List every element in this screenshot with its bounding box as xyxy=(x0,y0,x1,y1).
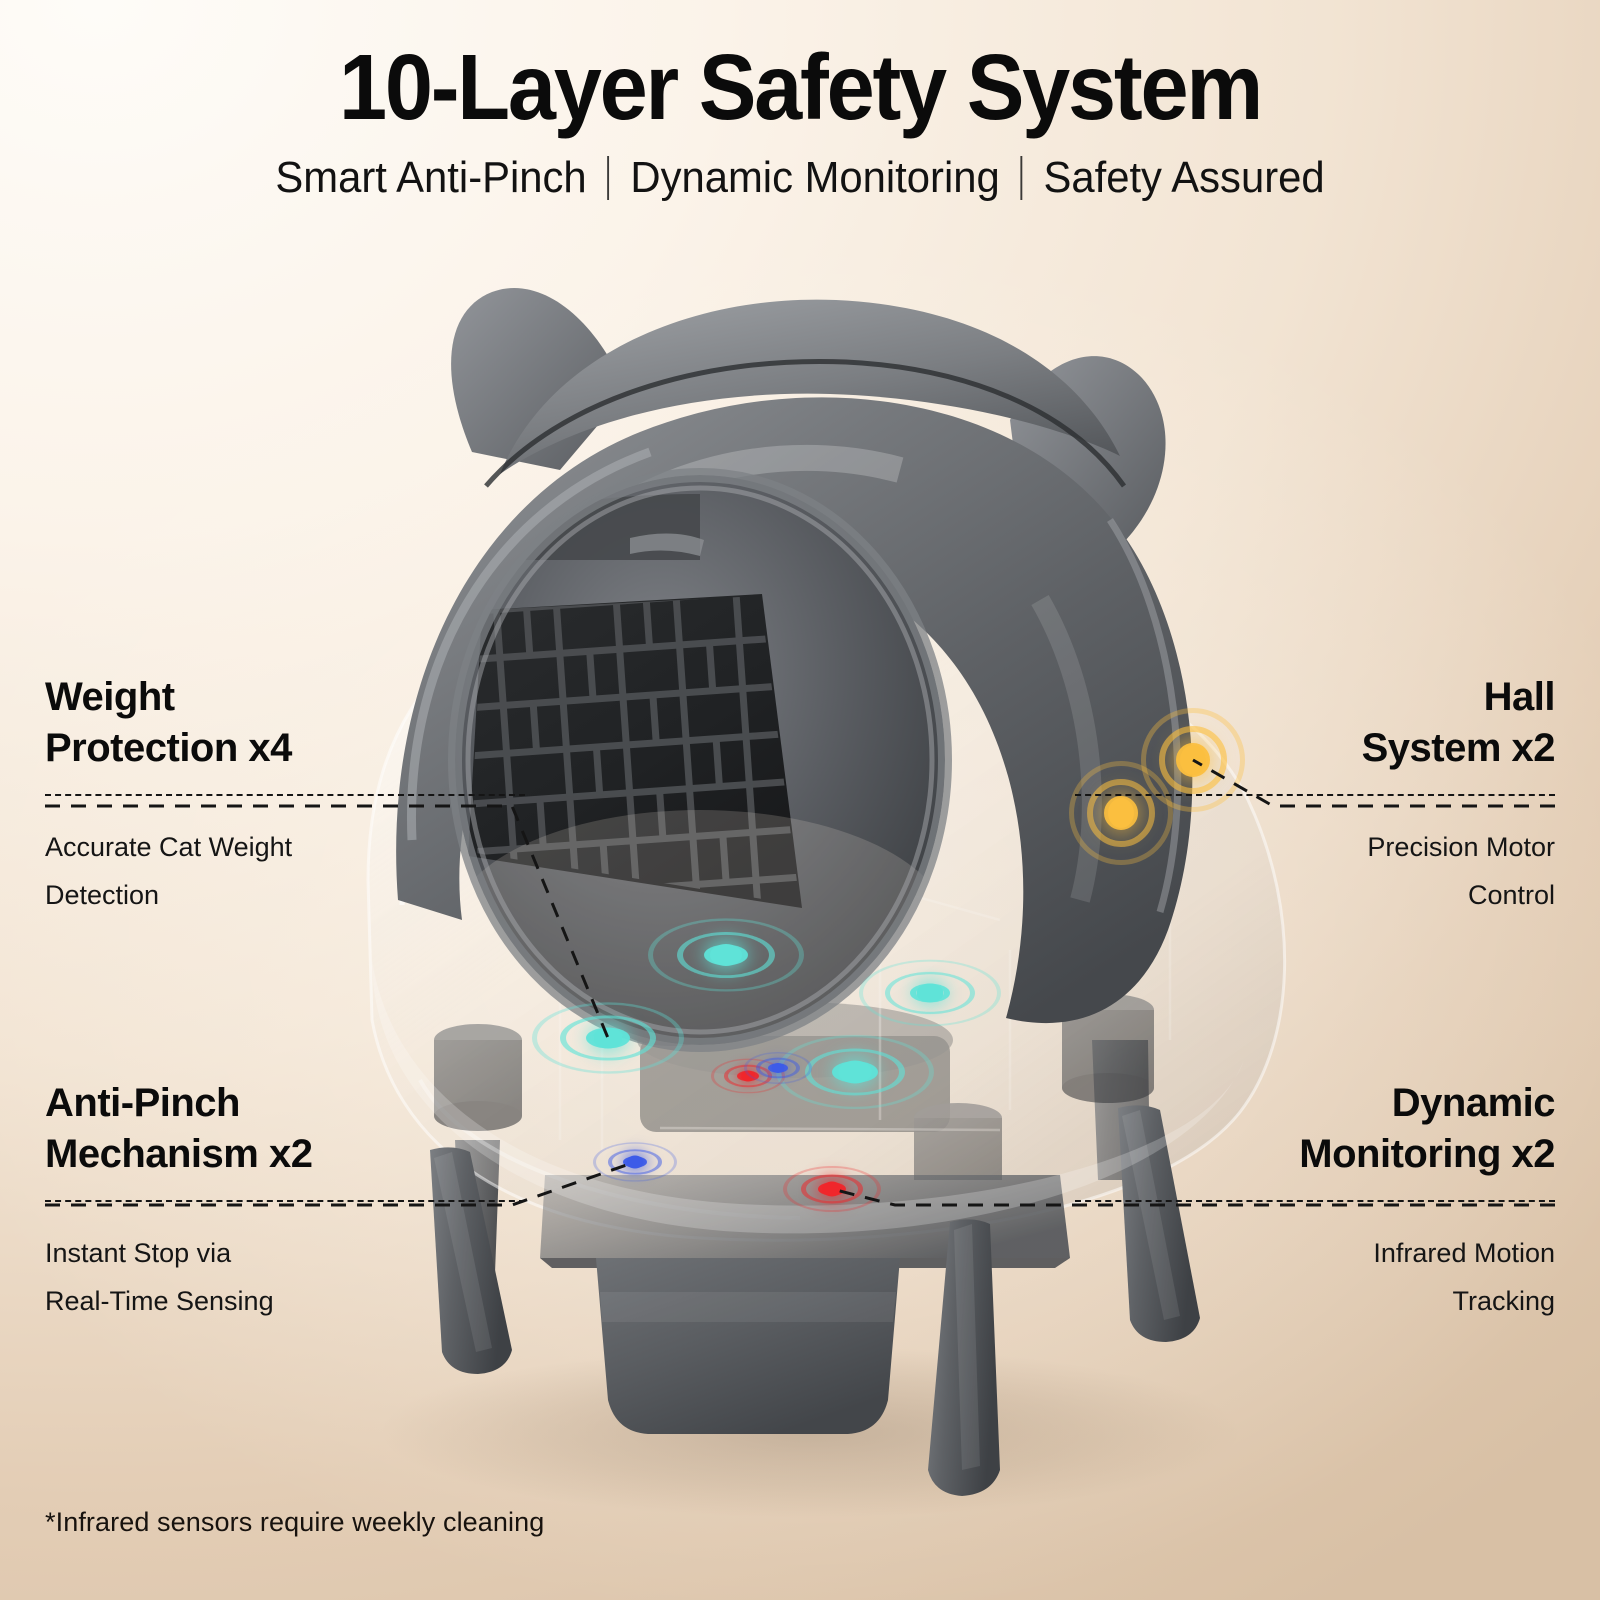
callout-description: Infrared Motion Tracking xyxy=(1373,1238,1555,1316)
callout-description: Instant Stop via Real-Time Sensing xyxy=(45,1238,274,1316)
subtitle-row: Smart Anti-Pinch Dynamic Monitoring Safe… xyxy=(40,153,1560,203)
waste-drawer xyxy=(596,1258,900,1434)
callout-heading: Hall System x2 xyxy=(1361,675,1556,771)
subtitle-separator-1 xyxy=(607,155,610,200)
callout-hall-system: Hall System x2 Precision Motor Control xyxy=(1075,672,1556,919)
hood-cavity-lip xyxy=(448,468,952,1052)
support-leg-side-right xyxy=(1118,1105,1200,1342)
callout-heading: Dynamic Monitoring x2 xyxy=(1299,1081,1555,1177)
subtitle-item-1: Smart Anti-Pinch xyxy=(275,152,587,202)
callout-heading: Weight Protection x4 xyxy=(45,675,292,771)
callout-description: Precision Motor Control xyxy=(1367,832,1555,910)
callout-divider xyxy=(1075,1200,1555,1203)
sensor-post-front xyxy=(914,1103,1002,1180)
header: 10-Layer Safety System Smart Anti-Pinch … xyxy=(0,40,1600,203)
footnote: *Infrared sensors require weekly cleanin… xyxy=(45,1507,545,1537)
subtitle-item-2: Dynamic Monitoring xyxy=(630,152,1000,202)
callout-divider xyxy=(1075,794,1555,797)
callout-weight-protection: Weight Protection x4 Accurate Cat Weight… xyxy=(45,672,525,919)
callout-divider xyxy=(45,794,525,797)
callout-description: Accurate Cat Weight Detection xyxy=(45,832,293,910)
callout-heading: Anti-Pinch Mechanism x2 xyxy=(45,1081,313,1177)
subtitle-separator-2 xyxy=(1020,155,1023,200)
subtitle-item-3: Safety Assured xyxy=(1043,152,1325,202)
callout-anti-pinch: Anti-Pinch Mechanism x2 Instant Stop via… xyxy=(45,1078,525,1325)
hood-handle-notch xyxy=(630,533,704,556)
callout-dynamic-monitoring: Dynamic Monitoring x2 Infrared Motion Tr… xyxy=(1075,1078,1556,1325)
page-title: 10-Layer Safety System xyxy=(338,35,1263,139)
support-leg-front-right xyxy=(928,1219,1000,1496)
callout-divider xyxy=(45,1200,525,1203)
